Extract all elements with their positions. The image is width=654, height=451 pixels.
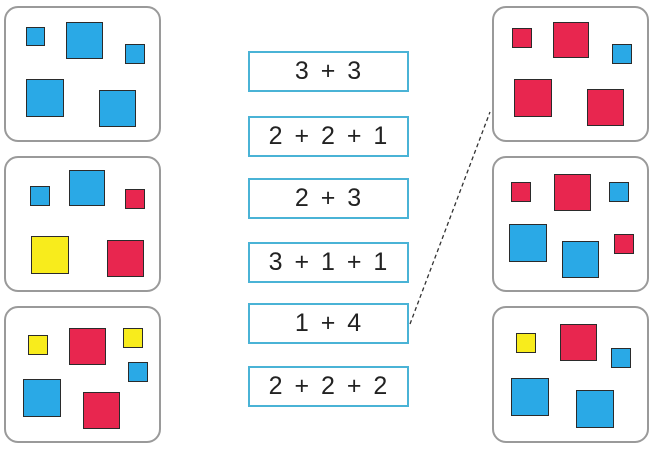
red-square <box>514 79 552 117</box>
right-panel-1[interactable] <box>492 6 649 142</box>
red-square <box>553 22 589 58</box>
blue-square <box>511 378 549 416</box>
red-square <box>587 89 624 126</box>
yellow-square <box>123 328 143 348</box>
left-panel-2[interactable] <box>4 156 161 292</box>
right-panel-2[interactable] <box>492 156 649 292</box>
blue-square <box>30 186 50 206</box>
left-panel-3[interactable] <box>4 306 161 443</box>
blue-square <box>99 90 136 127</box>
blue-square <box>69 170 105 206</box>
red-square <box>512 28 532 48</box>
blue-square <box>128 362 148 382</box>
expression-box[interactable]: 2 + 2 + 1 <box>248 116 409 157</box>
blue-square <box>509 224 547 262</box>
blue-square <box>26 79 64 117</box>
left-panel-1[interactable] <box>4 6 161 142</box>
red-square <box>511 182 531 202</box>
right-panel-3[interactable] <box>492 306 649 443</box>
blue-square <box>562 241 599 278</box>
red-square <box>125 189 145 209</box>
blue-square <box>611 348 631 368</box>
red-square <box>83 392 120 429</box>
red-square <box>107 240 144 277</box>
expression-box[interactable]: 1 + 4 <box>248 303 409 344</box>
blue-square <box>66 22 103 59</box>
blue-square <box>26 27 45 46</box>
red-square <box>69 328 106 365</box>
expression-box[interactable]: 2 + 3 <box>248 178 409 219</box>
blue-square <box>576 390 614 428</box>
expression-box[interactable]: 2 + 2 + 2 <box>248 366 409 407</box>
dashed-connector <box>409 111 491 325</box>
blue-square <box>609 182 629 202</box>
expression-box[interactable]: 3 + 3 <box>248 51 409 92</box>
blue-square <box>125 44 145 64</box>
yellow-square <box>31 236 69 274</box>
red-square <box>560 324 597 361</box>
blue-square <box>612 44 632 64</box>
blue-square <box>23 379 61 417</box>
yellow-square <box>28 335 48 355</box>
expression-box[interactable]: 3 + 1 + 1 <box>248 242 409 283</box>
yellow-square <box>516 333 536 353</box>
red-square <box>554 174 591 211</box>
red-square <box>614 234 634 254</box>
